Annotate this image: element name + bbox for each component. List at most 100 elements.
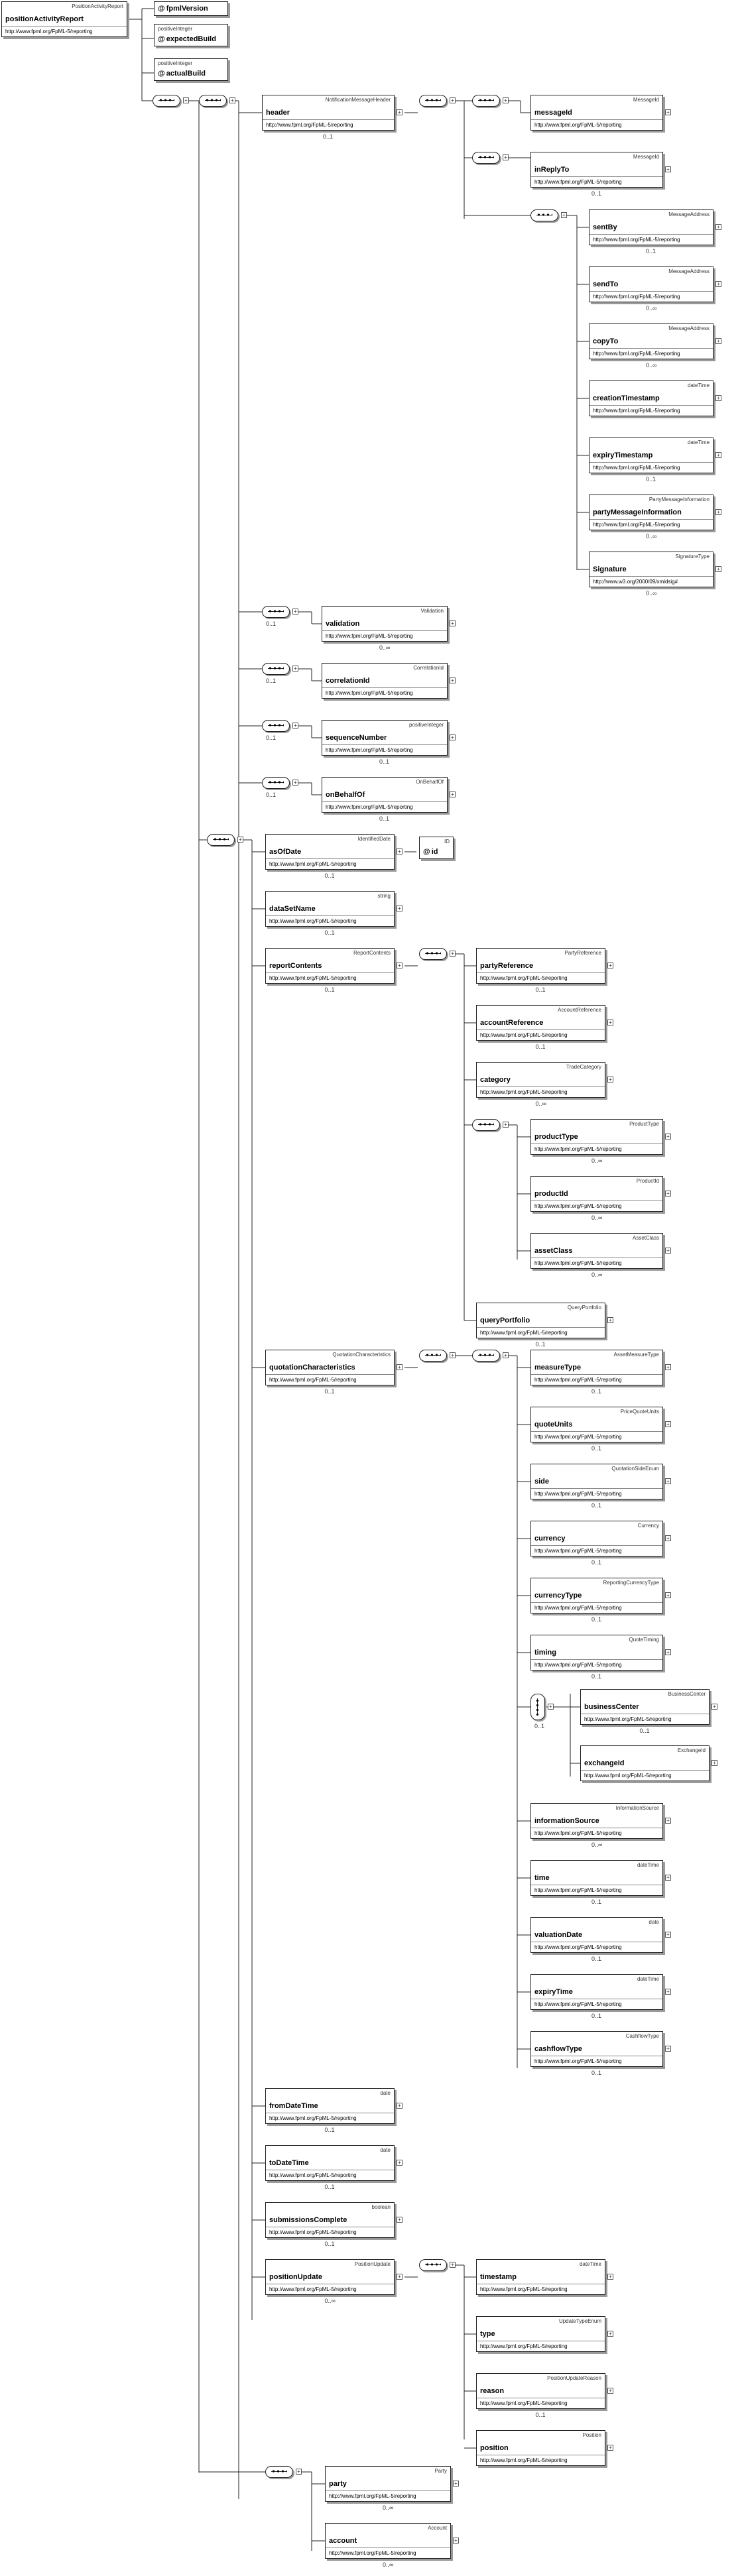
expand-icon[interactable]: + <box>450 734 456 740</box>
expand-icon[interactable]: + <box>607 1077 613 1083</box>
expand-icon[interactable]: + <box>607 2331 613 2337</box>
attribute-id[interactable]: ID@id <box>419 837 454 859</box>
expand-icon[interactable]: + <box>450 620 456 626</box>
expand-icon[interactable]: + <box>450 1352 456 1358</box>
expand-icon[interactable]: + <box>607 2274 613 2280</box>
expand-icon[interactable]: + <box>292 609 298 615</box>
sequence-compositor[interactable] <box>262 663 290 675</box>
expand-icon[interactable]: + <box>453 2481 459 2487</box>
expand-icon[interactable]: + <box>397 849 403 854</box>
sequence-compositor[interactable] <box>265 2466 293 2478</box>
expand-icon[interactable]: + <box>292 780 298 786</box>
expand-icon[interactable]: + <box>665 1248 671 1254</box>
attribute-fpmlVersion[interactable]: @fpmlVersion <box>154 1 228 16</box>
expand-icon[interactable]: + <box>548 1704 554 1710</box>
expand-icon[interactable]: + <box>665 1364 671 1370</box>
sequence-compositor[interactable] <box>472 95 500 107</box>
sequence-compositor[interactable] <box>530 209 558 221</box>
expand-icon[interactable]: + <box>607 963 613 968</box>
expand-icon[interactable]: + <box>397 2103 403 2109</box>
expand-icon[interactable]: + <box>292 723 298 729</box>
expand-icon[interactable]: + <box>715 566 721 572</box>
sequence-compositor[interactable] <box>419 2259 447 2271</box>
sequence-compositor[interactable] <box>262 777 290 789</box>
expand-icon[interactable]: + <box>607 2445 613 2451</box>
expand-icon[interactable]: + <box>607 1317 613 1323</box>
expand-icon[interactable]: + <box>397 963 403 968</box>
expand-icon[interactable]: + <box>665 1989 671 1995</box>
expand-icon[interactable]: + <box>292 666 298 672</box>
expand-icon[interactable]: + <box>607 2388 613 2394</box>
expand-icon[interactable]: + <box>453 2538 459 2544</box>
expand-icon[interactable]: + <box>450 951 456 957</box>
expand-icon[interactable]: + <box>561 212 567 218</box>
expand-icon[interactable]: + <box>715 395 721 401</box>
expand-icon[interactable]: + <box>715 281 721 287</box>
expand-icon[interactable]: + <box>665 109 671 115</box>
expand-icon[interactable]: + <box>665 1649 671 1655</box>
expand-icon[interactable]: + <box>450 2262 456 2268</box>
sequence-compositor[interactable] <box>262 606 290 618</box>
expand-icon[interactable]: + <box>715 452 721 458</box>
expand-icon[interactable]: + <box>665 1875 671 1881</box>
choice-compositor[interactable] <box>530 1694 545 1720</box>
expand-icon[interactable]: + <box>237 837 243 843</box>
sequence-compositor[interactable] <box>262 720 290 732</box>
expand-icon[interactable]: + <box>715 509 721 515</box>
expand-icon[interactable]: + <box>665 166 671 172</box>
attribute-actualBuild[interactable]: positiveInteger@actualBuild <box>154 58 228 81</box>
expand-icon[interactable]: + <box>503 154 509 160</box>
sequence-compositor[interactable] <box>207 834 235 846</box>
expand-icon[interactable]: + <box>665 1535 671 1541</box>
sequence-compositor[interactable] <box>419 1350 447 1362</box>
sequence-compositor[interactable] <box>472 152 500 164</box>
expand-icon[interactable]: + <box>397 109 403 115</box>
expand-icon[interactable]: + <box>397 2160 403 2166</box>
expand-icon[interactable]: + <box>665 1478 671 1484</box>
expand-icon[interactable]: + <box>397 1364 403 1370</box>
sequence-compositor[interactable] <box>199 95 227 107</box>
sequence-compositor[interactable] <box>472 1350 500 1362</box>
sequence-compositor[interactable] <box>419 95 447 107</box>
expand-icon[interactable]: + <box>397 906 403 911</box>
expand-icon[interactable]: + <box>503 1352 509 1358</box>
